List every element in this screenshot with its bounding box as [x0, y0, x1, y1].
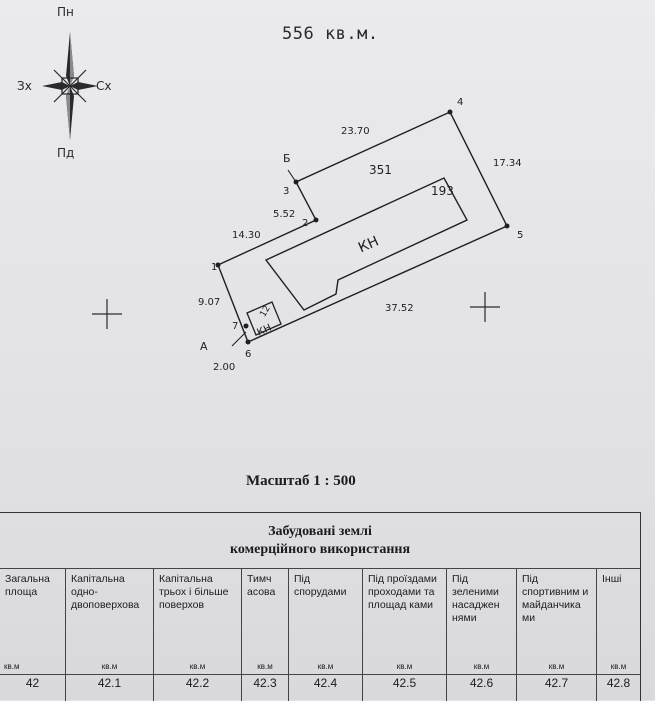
column-unit: кв.м: [0, 662, 65, 675]
point-5-label: 5: [517, 230, 523, 241]
column-code: 42.3: [253, 676, 277, 690]
table-column-other: Інші кв.м 42.8: [596, 569, 640, 701]
main-building-outline: [264, 177, 468, 311]
building-area: 193: [431, 184, 454, 198]
dimension-4-5: 17.34: [493, 158, 522, 169]
dimension-3-4: 23.70: [341, 126, 370, 137]
column-label: Загальна площа: [5, 573, 50, 598]
compass-north-label: Пн: [57, 5, 74, 19]
column-label: Інші: [602, 573, 622, 585]
column-code: 42.4: [313, 676, 338, 690]
scale-label: Масштаб 1 : 500: [246, 473, 356, 489]
registration-cross-left: [92, 299, 122, 329]
table-column-greenery: Під зеленими насаджен нями кв.м 42.6: [446, 569, 516, 701]
column-code: 42.5: [392, 676, 417, 690]
table-column-capital-1-2: Капітальна одно-двоповерхова кв.м 42.1: [65, 569, 153, 701]
table-column-total: Загальна площа кв.м 42: [0, 569, 65, 701]
column-label: Капітальна одно-двоповерхова: [71, 573, 140, 611]
table-column-structures: Під спорудами кв.м 42.4: [288, 569, 362, 701]
column-unit: кв.м: [597, 662, 640, 675]
dimension-1-7: 9.07: [198, 297, 220, 308]
column-label: Капітальна трьох і більше поверхов: [159, 573, 229, 611]
area-label: 556 кв.м.: [282, 24, 379, 44]
column-code: 42.8: [606, 676, 631, 690]
table-column-sports: Під спортивним и майданчика ми кв.м 42.7: [516, 569, 596, 701]
main-building-code: КН: [356, 233, 381, 256]
section-a-label: А: [200, 340, 208, 353]
dimension-1-2: 14.30: [232, 230, 261, 241]
compass-west-label: Зх: [17, 79, 32, 93]
section-b-top-label: Б: [283, 152, 291, 165]
column-code: 42.2: [185, 676, 210, 690]
column-label: Під спорудами: [294, 573, 347, 598]
compass-east-label: Сх: [96, 79, 112, 93]
site-plan-drawing: 1 2 3 4 5 6 7 Б А 23.70 17.34 37.52 5.52…: [92, 97, 523, 373]
point-2-label: 2: [302, 218, 308, 229]
land-use-table: Забудовані землі комерційного використан…: [0, 512, 641, 701]
small-building-number: 12: [258, 304, 272, 319]
table-column-passages: Під проїздами проходами та площад ками к…: [362, 569, 446, 701]
dimension-5-6: 37.52: [385, 303, 414, 314]
table-header: Забудовані землі комерційного використан…: [0, 513, 640, 569]
column-code: 42: [25, 676, 40, 690]
column-code: 42.7: [544, 676, 569, 690]
table-title-line-2: комерційного використання: [229, 542, 411, 557]
point-4-label: 4: [457, 97, 463, 108]
column-unit: кв.м: [363, 662, 446, 675]
compass-rose-icon: [42, 32, 98, 140]
column-unit: кв.м: [517, 662, 596, 675]
point-3-label: 3: [283, 186, 289, 197]
column-label: Під спортивним и майданчика ми: [522, 573, 589, 624]
point-1-label: 1: [211, 262, 217, 273]
registration-cross-right: [470, 292, 500, 322]
compass-south-label: Пд: [57, 146, 75, 160]
column-unit: кв.м: [289, 662, 362, 675]
column-label: Тимч асова: [247, 573, 276, 598]
small-building-outline: [246, 301, 282, 336]
column-unit: кв.м: [66, 662, 153, 675]
table-column-temporary: Тимч асова кв.м 42.3: [241, 569, 288, 701]
column-unit: кв.м: [154, 662, 241, 675]
table-title-line-1: Забудовані землі: [268, 524, 372, 539]
dimension-2-3: 5.52: [273, 209, 295, 220]
column-unit: кв.м: [242, 662, 288, 675]
column-label: Під проїздами проходами та площад ками: [368, 573, 437, 611]
point-7-label: 7: [232, 321, 238, 332]
column-code: 42.6: [469, 676, 494, 690]
parcel-number: 351: [369, 163, 392, 177]
column-label: Під зеленими насаджен нями: [452, 573, 500, 624]
table-column-capital-3-plus: Капітальна трьох і більше поверхов кв.м …: [153, 569, 241, 701]
point-6-label: 6: [245, 349, 251, 360]
column-code: 42.1: [97, 676, 122, 690]
boundary-points: [215, 109, 510, 345]
small-building-code: КН: [255, 323, 273, 339]
dimension-6-7: 2.00: [213, 362, 235, 373]
column-unit: кв.м: [447, 662, 516, 675]
